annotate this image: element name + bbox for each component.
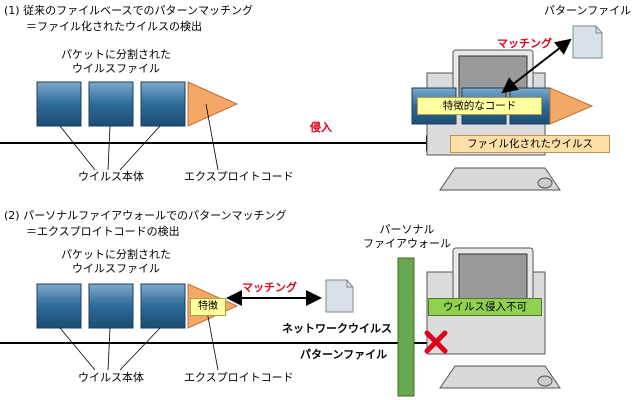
exploit-code-label-1: エクスプロイトコード [184, 170, 294, 183]
split-label-1b: ウイルスファイル [72, 62, 160, 75]
firewall-label-b: ファイアウォール [363, 237, 451, 250]
split-label-2b: ウイルスファイル [72, 262, 160, 275]
virus-body-label-2: ウイルス本体 [78, 371, 144, 384]
packet-3 [140, 81, 186, 127]
section2-title: (2) パーソナルファイアウォールでのパターンマッチング [4, 209, 287, 222]
intrusion-label: 侵入 [310, 121, 332, 134]
blocked-box: ウイルス侵入不可 [428, 298, 542, 316]
split-label-2a: パケットに分割された [61, 248, 171, 261]
section1-title: (1) 従来のファイルベースでのパターンマッチング [4, 4, 253, 17]
packet-2 [88, 81, 134, 127]
feature-box: 特徴 [190, 298, 226, 316]
pattern-file-label-2: パターンファイル [300, 348, 388, 361]
filed-virus-box: ファイル化されたウイルス [450, 135, 610, 153]
feature-code-box: 特徴的なコード [417, 97, 542, 115]
exploit-code-label-2: エクスプロイトコード [184, 371, 294, 384]
virus-body-label-1: ウイルス本体 [78, 170, 144, 183]
matching-label-1: マッチング [497, 37, 552, 50]
network-virus-label: ネットワークウイルス [282, 322, 392, 335]
document-icon [572, 25, 603, 59]
section1-subtitle: ＝ファイル化されたウイルスの検出 [26, 20, 202, 33]
packet-1 [36, 81, 82, 127]
section2-subtitle: ＝エクスプロイトコードの検出 [26, 225, 180, 238]
matching-arrow [501, 38, 572, 94]
computer-icon [426, 247, 561, 389]
exploit-cone [187, 81, 239, 127]
split-label-1a: パケットに分割された [61, 48, 171, 61]
cross-icon [424, 330, 448, 354]
firewall-bar [397, 257, 415, 397]
firewall-label-a: パーソナル [379, 223, 435, 236]
pattern-file-label-1: パターンファイル [544, 4, 632, 17]
matching-label-2: マッチング [242, 281, 297, 294]
document-icon [325, 279, 354, 313]
